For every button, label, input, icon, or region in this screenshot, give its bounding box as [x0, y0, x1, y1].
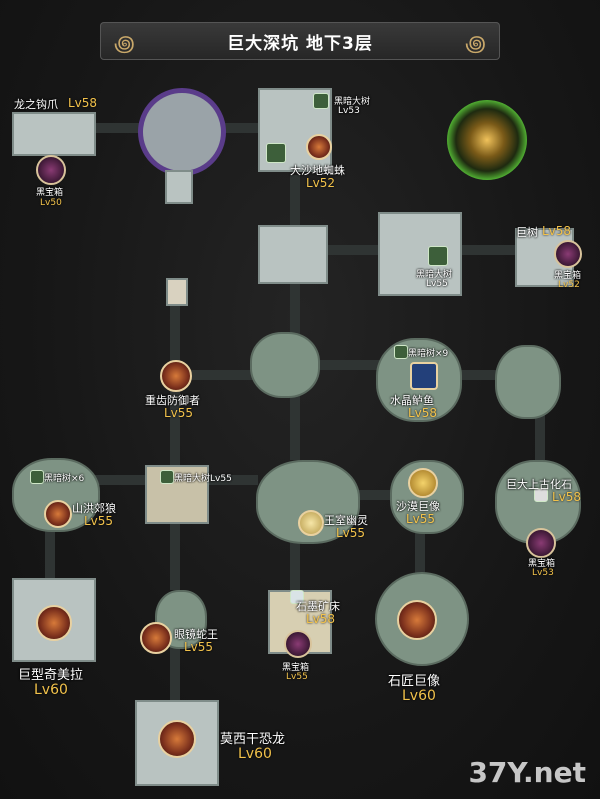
dragon-claw-level: Lv58 [68, 96, 98, 110]
left-ornament-icon: ꩜ [114, 32, 135, 57]
guardian-level: Lv55 [164, 406, 194, 420]
room-narrow-shaft[interactable] [166, 278, 188, 306]
crystal-fish-icon[interactable] [410, 362, 438, 390]
flood-wolf-name: 山洪郊狼 [72, 502, 116, 515]
crystal-fish-name: 水晶鲈鱼 [390, 394, 434, 407]
graphite-vein-level: Lv58 [306, 612, 336, 626]
graphite-vein-name: 石墨矿床 [296, 600, 340, 613]
room-cross-chamber[interactable] [258, 225, 328, 284]
dragon-claw-name: 龙之钩爪 [14, 98, 58, 111]
chest-bm-name: 黑宝箱 [282, 663, 310, 673]
royal-ghost-icon[interactable] [298, 510, 324, 536]
room-round-hall[interactable] [138, 88, 226, 176]
guardian-name: 重齿防御者 [145, 394, 200, 407]
desert-statue-name: 沙漠巨像 [396, 500, 440, 513]
right-ornament-icon: ꩜ [465, 32, 486, 57]
chimera-icon[interactable] [36, 605, 72, 641]
mason-statue-level: Lv60 [402, 688, 436, 704]
dark-tree-x6-name: 黑暗树×6 [44, 474, 85, 484]
room-dark-tree-lv55[interactable] [145, 465, 209, 524]
giant-tree-level: Lv58 [542, 224, 572, 238]
chest-r-name: 黑宝箱 [528, 559, 556, 569]
mason-statue-name: 石匠巨像 [388, 674, 441, 689]
mason-statue-icon[interactable] [397, 600, 437, 640]
desert-statue-level: Lv55 [406, 512, 436, 526]
royal-ghost-name: 王室幽灵 [324, 514, 368, 527]
watermark: 37Y.net [468, 756, 586, 789]
chest-r-icon[interactable] [526, 528, 556, 558]
desert-statue-icon[interactable] [408, 468, 438, 498]
chest-tr-icon[interactable] [554, 240, 582, 268]
crystal-fish-level: Lv58 [408, 406, 438, 420]
room-dark-tree-mid[interactable] [378, 212, 462, 296]
tree-mid-icon[interactable] [428, 246, 448, 266]
sun-portal-icon[interactable] [447, 100, 527, 180]
ancient-fossil-name: 巨大上古化石 [506, 478, 572, 491]
giant-tree-name: 巨树 [516, 226, 538, 239]
tree-x6-icon[interactable] [30, 470, 44, 484]
tree-lv55-icon[interactable] [160, 470, 174, 484]
room-east-cave[interactable] [495, 345, 561, 419]
dark-tree-mid-level: Lv55 [426, 279, 448, 289]
chimera-level: Lv60 [34, 682, 68, 698]
room-chimera[interactable] [12, 578, 96, 662]
room-crystal-fish[interactable] [376, 338, 462, 422]
fossil-icon[interactable] [534, 488, 548, 502]
room-cave-junction[interactable] [250, 332, 320, 398]
flood-wolf-icon[interactable] [44, 500, 72, 528]
mirror-snake-icon[interactable] [140, 622, 172, 654]
dark-tree-top-name: 黑暗大树 [334, 97, 371, 107]
royal-ghost-level: Lv55 [336, 526, 366, 540]
sand-spider-icon[interactable] [306, 134, 332, 160]
chest-tl-level: Lv50 [40, 198, 62, 208]
graphite-vein-icon[interactable] [290, 590, 304, 604]
chest-bm-icon[interactable] [284, 630, 312, 658]
guardian-icon[interactable] [160, 360, 192, 392]
sand-spider-level: Lv52 [306, 176, 336, 190]
tree-x9-icon[interactable] [394, 345, 408, 359]
flood-wolf-level: Lv55 [84, 514, 114, 528]
chimera-name: 巨型奇美拉 [18, 668, 84, 683]
tree-top-icon[interactable] [313, 93, 329, 109]
chest-tr-level: Lv52 [558, 280, 580, 290]
mosasaurus-level: Lv60 [238, 746, 272, 762]
room-round-hall-exit[interactable] [165, 170, 193, 204]
map-title-bar: ꩜ 巨大深坑 地下3层 ꩜ [100, 22, 500, 60]
dark-tree-x9-name: 黑暗树×9 [408, 349, 449, 359]
chest-tl-name: 黑宝箱 [36, 188, 64, 198]
ancient-fossil-level: Lv58 [552, 490, 582, 504]
dark-tree-top-level: Lv53 [338, 106, 360, 116]
sand-spider-name: 大沙地蜘蛛 [290, 164, 345, 177]
mirror-snake-level: Lv55 [184, 640, 214, 654]
dark-tree-mid-name: 黑暗大树 [416, 270, 453, 280]
chest-tr-name: 黑宝箱 [554, 271, 582, 281]
tree-top-2-icon[interactable] [266, 143, 286, 163]
mosasaurus-name: 莫西干恐龙 [220, 732, 286, 747]
room-mirror-snake[interactable] [155, 590, 207, 649]
dark-tree-lv55-name: 黑暗大树Lv55 [174, 474, 232, 484]
mosasaurus-icon[interactable] [158, 720, 196, 758]
mirror-snake-name: 眼镜蛇王 [174, 628, 218, 641]
room-dragon-claw[interactable] [12, 112, 96, 156]
chest-tl-icon[interactable] [36, 155, 66, 185]
chest-bm-level: Lv55 [286, 672, 308, 682]
map-title: 巨大深坑 地下3层 [227, 34, 373, 54]
chest-r-level: Lv53 [532, 568, 554, 578]
